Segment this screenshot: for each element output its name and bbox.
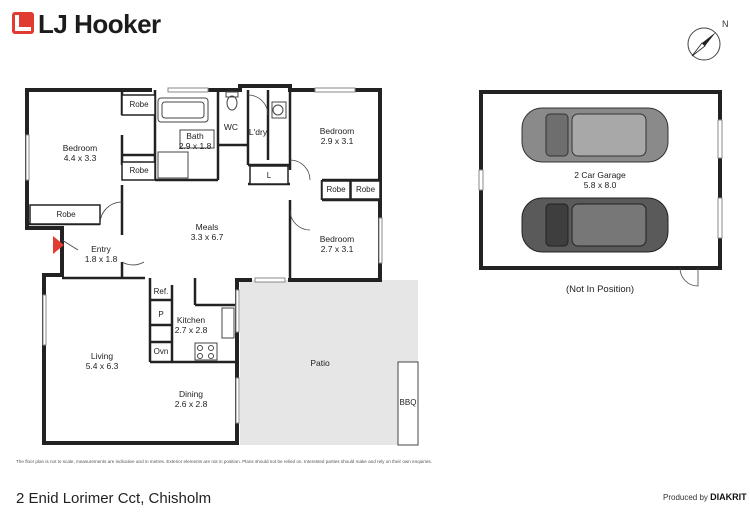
robe-label: Robe: [129, 166, 149, 175]
patio-area: [240, 280, 418, 445]
producer-credit: Produced by DIAKRIT: [663, 492, 747, 502]
vanity: [179, 129, 215, 149]
toilet: [226, 95, 238, 111]
car-icon: [521, 197, 669, 253]
linen-label: L: [266, 171, 272, 180]
car-icon: [521, 107, 669, 163]
pantry-label: P: [158, 310, 164, 319]
window: [235, 377, 240, 424]
window: [254, 277, 286, 283]
credit-prefix: Produced by: [663, 493, 708, 502]
room-label-wc: WC: [223, 122, 239, 132]
linen-box: [249, 165, 289, 185]
room-label-laundry: L'dry: [248, 127, 268, 137]
robe-box: [321, 180, 351, 200]
door-swing: [61, 239, 79, 251]
shower: [157, 151, 189, 179]
window: [314, 87, 356, 93]
exterior-wall: [42, 273, 252, 445]
robe-label: Robe: [326, 185, 346, 194]
window: [717, 119, 723, 159]
bbq-unit: [397, 361, 419, 446]
robe-box: [121, 94, 156, 116]
door-swing: [289, 209, 311, 231]
brand-name: LJ Hooker: [38, 9, 161, 39]
bbq-label: BBQ: [399, 398, 417, 407]
compass-north-label: N: [722, 19, 729, 29]
credit-name: DIAKRIT: [710, 492, 747, 502]
window: [42, 294, 47, 346]
door-swing: [121, 261, 145, 266]
kitchen-sink: [221, 307, 235, 339]
cooktop: [194, 342, 218, 361]
robe-label: Robe: [56, 210, 76, 219]
door-swing: [247, 94, 269, 116]
garage-note: (Not In Position): [565, 284, 635, 295]
door-swing: [679, 267, 699, 287]
north-arrow-icon: [687, 27, 721, 61]
robe-box: [121, 161, 156, 181]
door-swing: [99, 201, 123, 225]
entry-marker-icon: [53, 236, 64, 254]
property-address: 2 Enid Lorimer Cct, Chisholm: [16, 490, 212, 507]
room-label-patio: Patio: [310, 358, 330, 368]
lj-hooker-logo-icon: [12, 12, 34, 34]
garage-door-marker: [478, 169, 484, 191]
robe-box: [350, 180, 381, 200]
window: [235, 289, 240, 333]
disclaimer: The floor plan is not to scale, measurem…: [16, 459, 432, 464]
bathtub: [157, 97, 209, 123]
robe-box: [29, 204, 101, 225]
robe-label: Robe: [355, 185, 376, 194]
window: [167, 87, 209, 93]
oven-label: Ovn: [153, 347, 169, 356]
laundry-tub: [272, 104, 284, 116]
fridge-label: Ref.: [153, 287, 169, 296]
window: [25, 134, 30, 181]
window: [717, 197, 723, 239]
door-swing: [289, 159, 311, 181]
robe-label: Robe: [129, 100, 149, 109]
window: [378, 217, 383, 264]
